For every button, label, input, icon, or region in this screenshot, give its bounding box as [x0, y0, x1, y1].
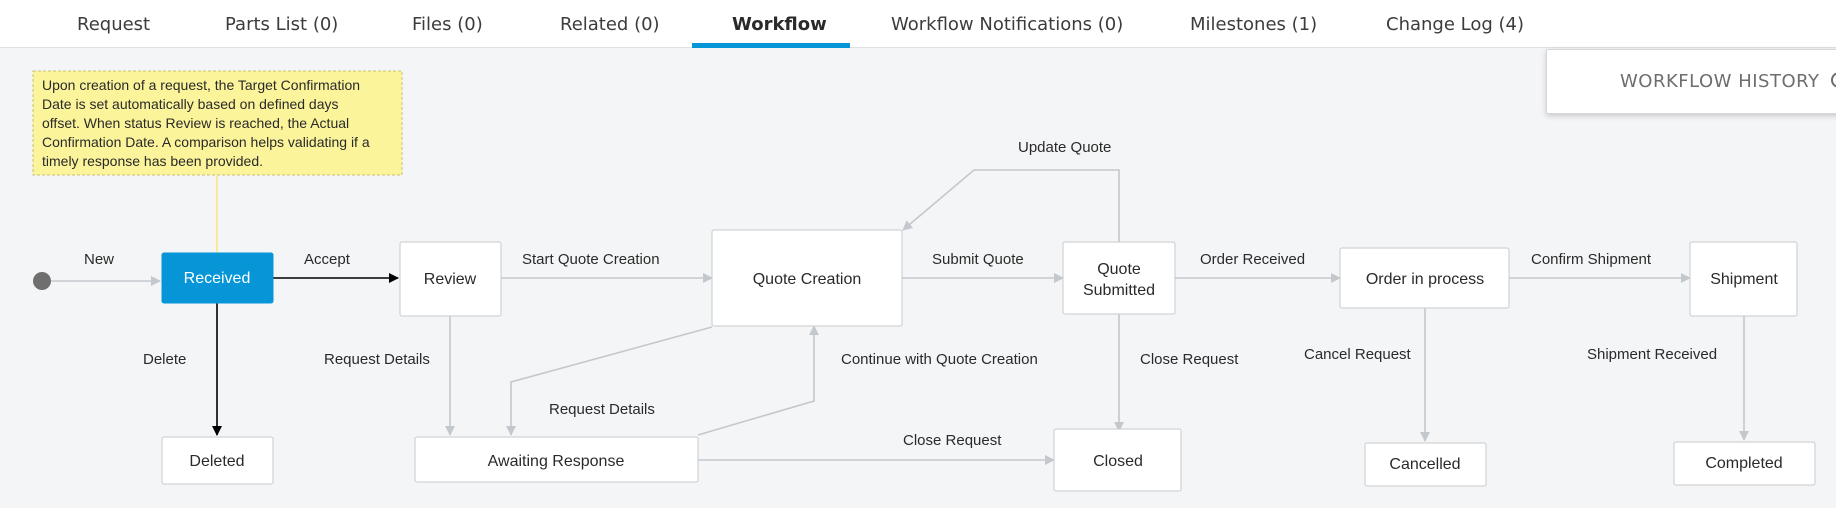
node-closed[interactable]: Closed: [1053, 428, 1182, 492]
tab-change-log[interactable]: Change Log (4): [1386, 14, 1525, 35]
edge-label-request-details: Request Details: [324, 351, 430, 368]
node-shipment[interactable]: Shipment: [1689, 241, 1798, 317]
tab-parts-list[interactable]: Parts List (0): [225, 14, 339, 35]
edge-label-confirm-shipment: Confirm Shipment: [1531, 251, 1652, 268]
edge-label-continue-quote-creation: Continue with Quote Creation: [841, 351, 1038, 368]
tab-milestones[interactable]: Milestones (1): [1190, 14, 1318, 35]
edge-label-submit-quote: Submit Quote: [932, 251, 1024, 268]
tab-request[interactable]: Request: [77, 14, 151, 35]
node-quote-submitted[interactable]: Quote Submitted: [1062, 241, 1176, 315]
edge-update-quote: [902, 169, 1120, 242]
node-quote-creation[interactable]: Quote Creation: [711, 229, 903, 327]
node-label: Deleted: [189, 453, 244, 470]
tab-bar: Request Parts List (0) Files (0) Related…: [0, 0, 1836, 48]
edge-label-request-details-2: Request Details: [549, 401, 655, 418]
active-tab-indicator: [692, 43, 850, 48]
node-review[interactable]: Review: [399, 241, 502, 317]
node-label: Quote Creation: [753, 271, 862, 288]
node-label: Received: [184, 270, 251, 287]
note-line: timely response has been provided.: [42, 153, 263, 169]
node-label: Cancelled: [1389, 456, 1460, 473]
node-deleted[interactable]: Deleted: [161, 436, 274, 485]
node-order-in-process[interactable]: Order in process: [1339, 247, 1510, 309]
edge-label-close-request: Close Request: [1140, 351, 1239, 368]
edge-label-delete: Delete: [143, 351, 186, 368]
edge-label-shipment-received: Shipment Received: [1587, 346, 1717, 363]
note-line: Confirmation Date. A comparison helps va…: [42, 134, 370, 150]
node-label: Order in process: [1366, 271, 1484, 288]
edge-label-order-received: Order Received: [1200, 251, 1305, 268]
edge-label-close-request-2: Close Request: [903, 432, 1002, 449]
node-label: Completed: [1705, 455, 1782, 472]
edge-label-new: New: [84, 251, 114, 268]
node-received[interactable]: Received: [161, 252, 274, 304]
edge-request-details-2: [506, 326, 713, 436]
edge-label-start-quote-creation: Start Quote Creation: [522, 251, 660, 268]
edge-label-cancel-request: Cancel Request: [1304, 346, 1412, 363]
edge-label-accept: Accept: [304, 251, 351, 268]
node-awaiting-response[interactable]: Awaiting Response: [414, 436, 699, 483]
start-node: [33, 272, 51, 290]
node-completed[interactable]: Completed: [1673, 441, 1816, 486]
tab-files[interactable]: Files (0): [412, 14, 483, 35]
note-line: Date is set automatically based on defin…: [42, 96, 339, 112]
edge-label-update-quote: Update Quote: [1018, 139, 1111, 156]
tab-related[interactable]: Related (0): [560, 14, 660, 35]
note-box: Upon creation of a request, the Target C…: [32, 70, 403, 176]
note-line: offset. When status Review is reached, t…: [42, 115, 349, 131]
node-label: Awaiting Response: [488, 453, 625, 470]
workflow-history-panel[interactable]: WORKFLOW HISTORY: [1546, 49, 1836, 114]
node-cancelled[interactable]: Cancelled: [1364, 442, 1487, 487]
node-label: Submitted: [1083, 282, 1155, 299]
note-line: Upon creation of a request, the Target C…: [42, 77, 360, 93]
workflow-history-button[interactable]: WORKFLOW HISTORY: [1620, 71, 1820, 92]
tab-workflow-notifications[interactable]: Workflow Notifications (0): [891, 14, 1124, 35]
tab-workflow[interactable]: Workflow: [732, 14, 827, 35]
edge-continue-quote-creation: [697, 325, 819, 436]
node-label: Closed: [1093, 453, 1143, 470]
node-label: Review: [424, 271, 477, 288]
node-label: Shipment: [1710, 271, 1778, 288]
node-label: Quote: [1097, 261, 1141, 278]
workflow-diagram: Upon creation of a request, the Target C…: [32, 70, 1816, 492]
